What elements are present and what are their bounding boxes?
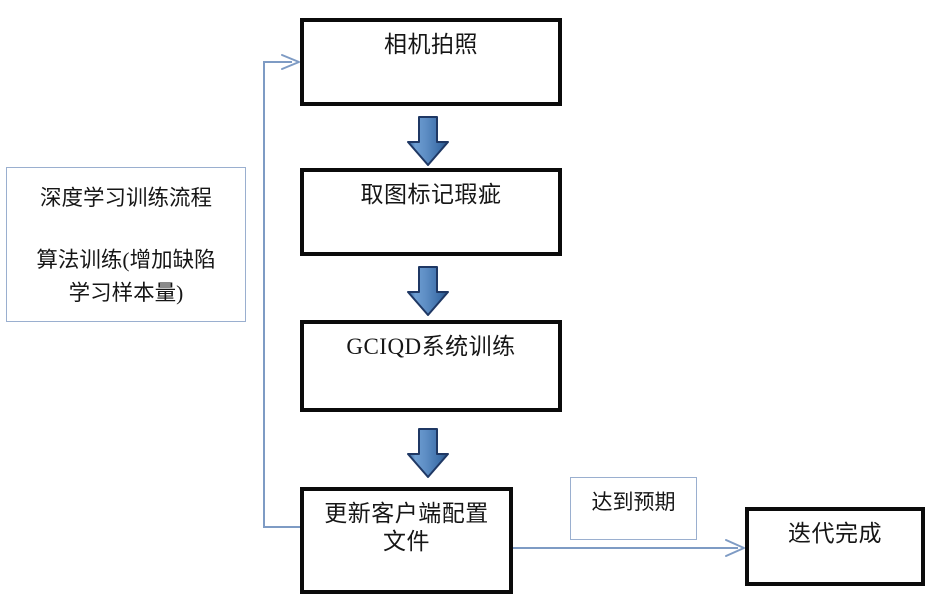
node-mark-defects[interactable]: 取图标记瑕疵 — [300, 168, 562, 256]
node-gciqd-training[interactable]: GCIQD系统训练 — [300, 320, 562, 412]
note-heading: 深度学习训练流程 — [39, 186, 212, 210]
node-camera-capture-label: 相机拍照 — [384, 32, 478, 57]
training-process-note-box: 深度学习训练流程 算法训练(增加缺陷 学习样本量) — [6, 167, 246, 322]
note-spacer — [7, 214, 245, 230]
node-camera-capture[interactable]: 相机拍照 — [300, 18, 562, 106]
note-body: 算法训练(增加缺陷 学习样本量) — [36, 248, 216, 305]
node-update-client-config[interactable]: 更新客户端配置 文件 — [300, 487, 513, 594]
down-block-arrow-2 — [407, 266, 449, 316]
feedback-loop-connector — [263, 54, 300, 528]
node-iteration-done[interactable]: 迭代完成 — [745, 507, 925, 586]
node-gciqd-training-label: GCIQD系统训练 — [346, 334, 516, 359]
edge-label-expected: 达到预期 — [570, 477, 697, 540]
edge-label-expected-text: 达到预期 — [591, 490, 676, 514]
node-iteration-done-label: 迭代完成 — [788, 521, 882, 546]
to-iteration-done-connector — [513, 539, 745, 557]
node-update-client-config-label: 更新客户端配置 文件 — [324, 501, 489, 555]
down-block-arrow-1 — [407, 116, 449, 166]
down-block-arrow-3 — [407, 428, 449, 478]
node-mark-defects-label: 取图标记瑕疵 — [360, 182, 502, 207]
